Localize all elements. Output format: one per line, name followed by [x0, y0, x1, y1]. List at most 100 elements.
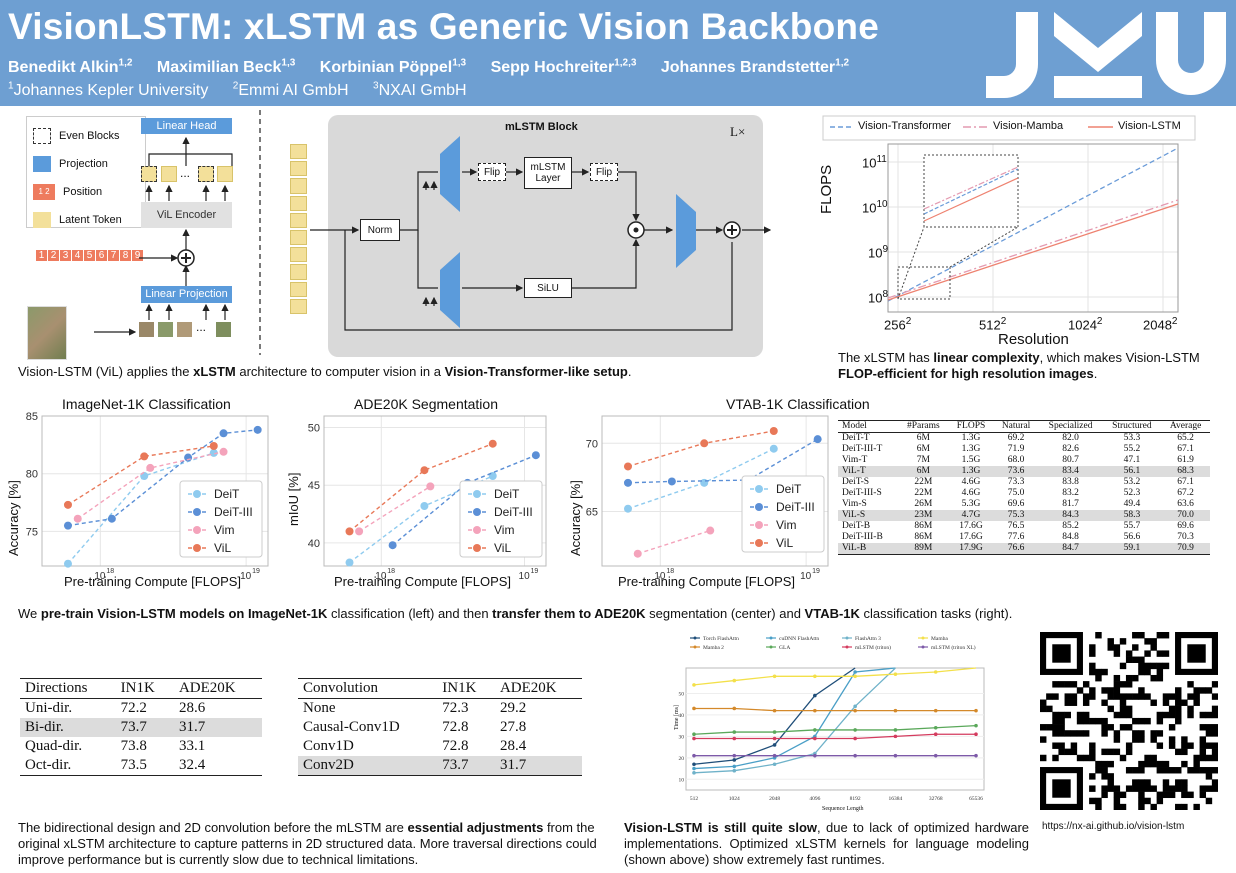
affiliation-list: 1Johannes Kepler University 2Emmi AI Gmb…: [8, 81, 487, 100]
data-point: [388, 541, 397, 550]
qr-module: [1082, 730, 1090, 737]
qr-module: [1156, 767, 1164, 774]
qr-module: [1162, 791, 1170, 799]
affiliation: 2Emmi AI GmbH: [232, 81, 349, 100]
table-cell: 69.6: [1177, 521, 1194, 531]
legend-marker: [473, 508, 481, 516]
data-point: [772, 730, 777, 734]
table-cell: 81.7: [1062, 499, 1079, 509]
data-point: [813, 435, 822, 444]
qr-module: [1082, 699, 1090, 706]
qr-module: [1156, 742, 1164, 749]
qr-module: [1040, 736, 1047, 743]
qr-module: [1211, 681, 1219, 688]
qr-module: [1144, 650, 1151, 657]
qr-module: [1156, 650, 1164, 657]
table-cell: DeiT-III-B: [842, 532, 883, 542]
author: Benedikt Alkin1,2: [8, 58, 133, 77]
qr-module: [1058, 742, 1065, 749]
arch-connections: [94, 110, 261, 355]
qr-module: [1119, 699, 1127, 706]
qr-module: [1125, 705, 1133, 713]
series-line: [77, 451, 224, 520]
qr-module: [1113, 797, 1121, 805]
qr-module: [1113, 674, 1121, 682]
qr-module: [1175, 803, 1182, 811]
data-point: [253, 425, 262, 434]
qr-module: [1064, 681, 1071, 688]
data-point: [813, 708, 817, 713]
legend-frame: [179, 480, 263, 558]
qr-module: [1070, 748, 1078, 756]
qr-module: [1119, 803, 1127, 811]
data-point: [893, 672, 898, 676]
mlstm-block-title: mLSTM Block: [505, 121, 578, 133]
chart-title: ADE20K Segmentation: [354, 396, 498, 412]
patch-image: [216, 322, 231, 337]
qr-module: [1113, 803, 1121, 811]
legend-label: DeiT-III: [494, 505, 533, 519]
qr-module: [1052, 711, 1059, 719]
qr-module: [1156, 711, 1164, 719]
qr-module: [1082, 717, 1090, 725]
series-line: [627, 430, 774, 468]
qr-module: [1156, 632, 1164, 639]
qr-module: [1144, 662, 1151, 670]
qr-module: [1052, 754, 1059, 762]
qr-module: [1168, 767, 1176, 774]
qr-module: [1107, 638, 1114, 645]
table-cell: Causal-Conv1D: [303, 719, 400, 735]
qr-module: [1113, 785, 1121, 792]
table-cell: 71.9: [1007, 444, 1025, 454]
qr-module: [1125, 742, 1133, 749]
qr-module: [1138, 791, 1145, 799]
qr-module: [1089, 650, 1096, 657]
qr-module: [1138, 687, 1145, 694]
qr-module: [1181, 742, 1188, 749]
qr-module: [1040, 724, 1047, 731]
table-cell: 68.3: [1177, 466, 1194, 476]
data-point: [146, 463, 155, 472]
legend-marker: [921, 636, 925, 640]
qr-module: [1150, 760, 1157, 768]
qr-module: [1168, 742, 1176, 749]
table-cell: 49.4: [1123, 499, 1141, 509]
data-point: [853, 708, 857, 713]
table-cell: 31.7: [499, 757, 527, 773]
table-cell: 73.7: [442, 757, 469, 773]
table-cell: Uni-dir.: [25, 700, 73, 716]
qr-module: [1132, 785, 1139, 792]
author: Sepp Hochreiter1,2,3: [490, 58, 637, 77]
xtick-label: 10: [240, 571, 252, 582]
qr-module: [1150, 785, 1157, 792]
qr-module: [1181, 803, 1188, 811]
table-cell: 76.5: [1007, 521, 1025, 531]
qr-module: [1058, 717, 1065, 725]
data-point: [772, 736, 777, 741]
qr-module: [1187, 705, 1194, 713]
table-cell: 33.1: [178, 738, 206, 754]
table-cell: 4.6G: [961, 488, 981, 498]
qr-module: [1211, 693, 1219, 700]
qr-module: [1064, 730, 1071, 737]
table-cell: 76.6: [1007, 543, 1025, 553]
qr-module: [1199, 754, 1207, 762]
linear-projection-block: Linear Projection: [141, 286, 232, 303]
legend-marker: [845, 636, 849, 640]
data-point: [813, 674, 817, 679]
arch-caption: Vision-LSTM (ViL) applies the xLSTM arch…: [18, 364, 632, 379]
data-point: [974, 732, 978, 737]
legend-marker: [693, 636, 697, 640]
qr-module: [1058, 730, 1065, 737]
table-cell: 70.0: [1177, 510, 1194, 520]
qr-module: [1156, 668, 1164, 676]
ytick-label: 45: [308, 480, 320, 492]
plot-frame: [41, 415, 269, 567]
table-cell: 28.4: [499, 738, 527, 754]
table-cell: 75.0: [1007, 488, 1025, 498]
